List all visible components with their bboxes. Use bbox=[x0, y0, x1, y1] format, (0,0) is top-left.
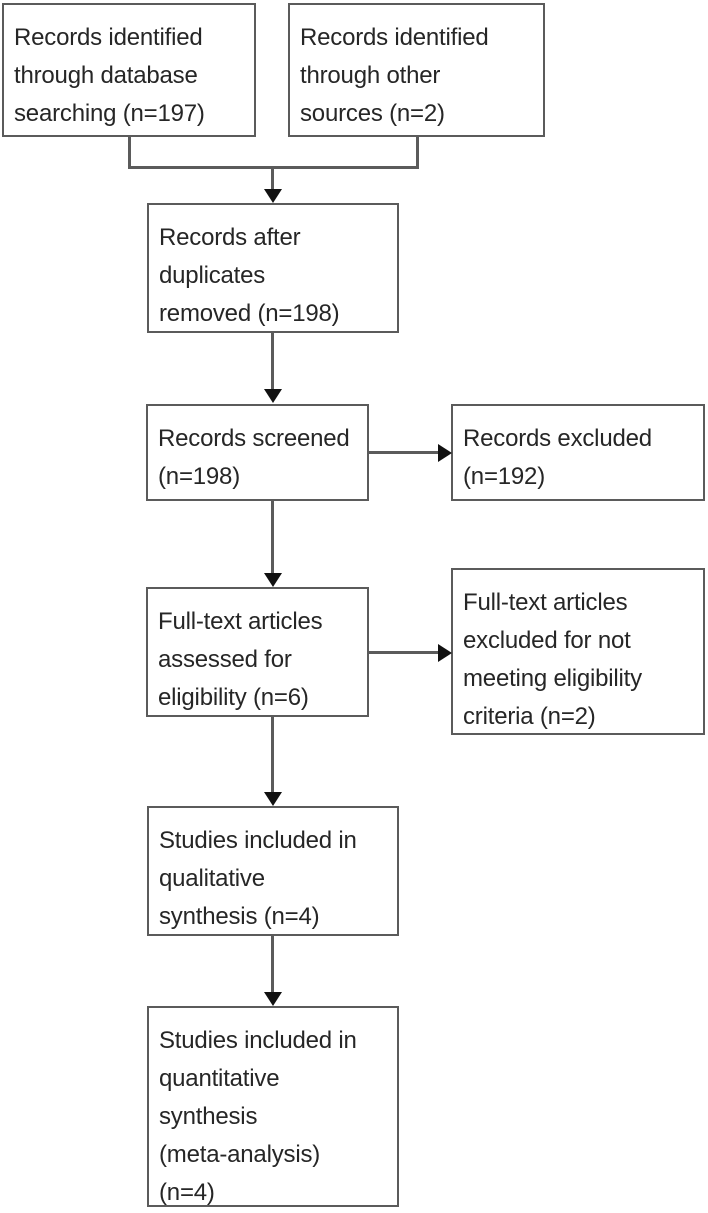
arrowhead-to-fulltext-excluded bbox=[438, 644, 452, 662]
arrowhead-to-fulltext bbox=[264, 573, 282, 587]
studies-qualitative-box: Studies included in qualitative synthesi… bbox=[147, 806, 399, 936]
connector-duplicates-to-screened bbox=[271, 333, 274, 389]
studies-quantitative-box: Studies included in quantitative synthes… bbox=[147, 1006, 399, 1207]
records-excluded-box: Records excluded (n=192) bbox=[451, 404, 705, 501]
connector-screened-to-excluded bbox=[369, 451, 441, 454]
connector-merge-to-duplicates bbox=[271, 166, 274, 191]
records-identified-database-box: Records identified through database sear… bbox=[2, 3, 256, 137]
arrowhead-to-screened bbox=[264, 389, 282, 403]
connector-qualitative-to-quantitative bbox=[271, 936, 274, 992]
connector-other-down bbox=[416, 136, 419, 169]
full-text-excluded-box: Full-text articles excluded for not meet… bbox=[451, 568, 705, 735]
arrowhead-to-duplicates bbox=[264, 189, 282, 203]
connector-database-down bbox=[128, 136, 131, 169]
connector-fulltext-to-excluded bbox=[369, 651, 441, 654]
arrowhead-to-qualitative bbox=[264, 792, 282, 806]
arrowhead-to-excluded bbox=[438, 444, 452, 462]
records-after-duplicates-box: Records after duplicates removed (n=198) bbox=[147, 203, 399, 333]
full-text-assessed-box: Full-text articles assessed for eligibil… bbox=[146, 587, 369, 717]
connector-fulltext-to-qualitative bbox=[271, 717, 274, 792]
connector-screened-to-fulltext bbox=[271, 501, 274, 573]
records-identified-other-box: Records identified through other sources… bbox=[288, 3, 545, 137]
records-screened-box: Records screened (n=198) bbox=[146, 404, 369, 501]
arrowhead-to-quantitative bbox=[264, 992, 282, 1006]
